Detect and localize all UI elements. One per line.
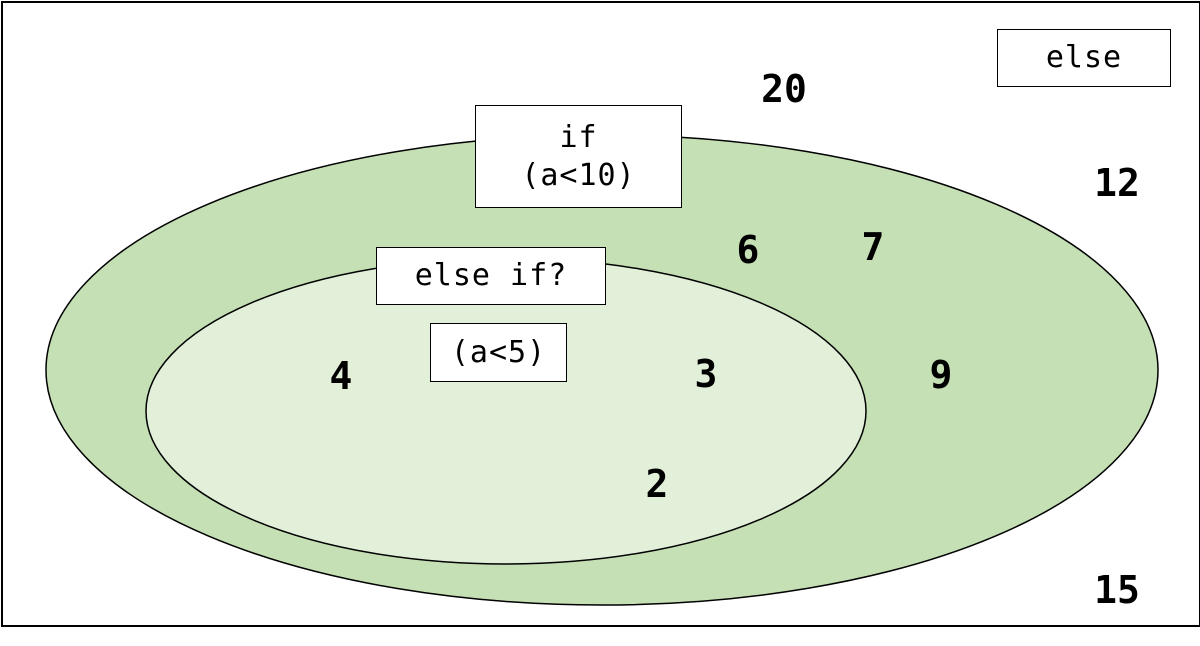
inner-condition-label: (a<5) [430,323,567,382]
if-condition-label: if (a<10) [475,105,682,208]
value-2: 2 [645,462,669,506]
value-4: 4 [329,354,353,398]
value-15: 15 [1094,568,1140,612]
else-if-label: else if? [376,247,606,305]
value-3: 3 [694,352,718,396]
value-6: 6 [736,228,760,272]
value-9: 9 [929,353,953,397]
value-12: 12 [1094,161,1140,205]
value-20: 20 [761,67,807,111]
value-7: 7 [861,225,885,269]
else-label: else [997,29,1171,87]
